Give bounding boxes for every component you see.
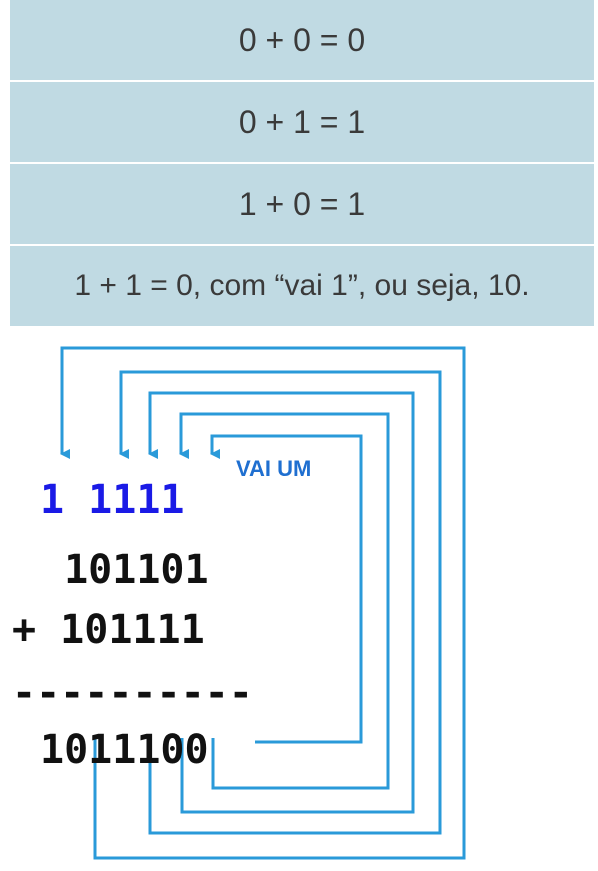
operand-1: 101101	[40, 547, 209, 593]
separator-line: ----------	[12, 670, 253, 716]
rule-0-plus-1: 0 + 1 = 1	[10, 82, 594, 162]
binary-addition-rules: 0 + 0 = 0 0 + 1 = 1 1 + 0 = 1 1 + 1 = 0,…	[10, 0, 594, 326]
carry-arrow-5	[210, 434, 363, 744]
carry-digits: 1 1111	[40, 477, 185, 523]
rule-1-plus-1: 1 + 1 = 0, com “vai 1”, ou seja, 10.	[10, 246, 594, 326]
rule-1-plus-0: 1 + 0 = 1	[10, 164, 594, 244]
operand-2: + 101111	[12, 607, 205, 653]
carry-arrow-1	[60, 346, 466, 860]
carry-arrows	[60, 346, 466, 860]
carry-arrow-3	[148, 391, 415, 814]
carry-arrow-2	[119, 370, 442, 835]
carry-arrow-4	[179, 412, 390, 790]
carry-label: VAI UM	[236, 456, 312, 481]
binary-sum-diagram: VAI UM 1 1111 101101 + 101111 ----------…	[0, 330, 598, 871]
rule-0-plus-0: 0 + 0 = 0	[10, 0, 594, 80]
sum-result: 1011100	[40, 727, 209, 773]
